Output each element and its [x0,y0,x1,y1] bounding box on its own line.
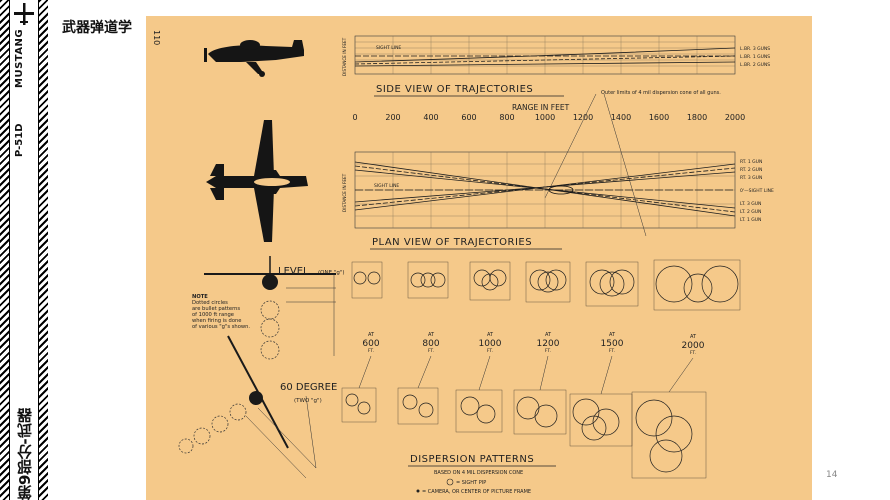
plan-label-1: RT. 1 GUN [740,159,762,165]
sidebar-section: 第9部分-武器 [16,408,34,500]
side-sight-line-label: SIGHT LINE [376,45,401,51]
range-1000: 1000 [535,113,555,122]
range-800: 800 [499,113,514,122]
level-label: LEVEL [278,266,309,277]
range-0: 0 [352,113,357,122]
note-line-2: are bullet patterns [192,306,240,312]
disp-ft-1000: FT. [487,348,493,354]
disp-at-800: AT [428,332,435,338]
aircraft-plan-silhouette [206,120,308,242]
dispersion-range-labels: AT 600 AT 800 AT 1000 AT 1200 AT 1500 AT… [362,332,704,351]
note-box: NOTE Dotted circles are bullet patterns … [192,294,250,330]
degree-sub: (TWO "g") [294,398,322,404]
plan-view-grid: SIGHT LINE DISTANCE IN FEET RT. 1 GUN RT… [342,151,774,229]
legend-sight-pip: = SIGHT PIP [456,480,486,486]
plan-view-title: PLAN VIEW OF TRAJECTORIES [372,237,532,248]
disp-at-600: AT [368,332,375,338]
range-2000: 2000 [725,113,745,122]
disp-at-2000: AT [690,334,697,340]
plan-label-3: RT. 3 GUN [740,175,762,181]
dispersion-subtitle: BASED ON 4 MIL DISPERSION CONE [434,470,523,476]
range-1400: 1400 [611,113,631,122]
dispersion-connectors [358,355,694,395]
sidebar: MUSTANG P-51D 第9部分-武器 [0,0,48,500]
disp-at-1500: AT [609,332,616,338]
legend-camera: = CAMERA, OR CENTER OF PICTURE FRAME [422,489,531,495]
dispersion-title: DISPERSION PATTERNS [410,454,534,465]
range-scale: 0 200 400 600 800 1000 1200 1400 1600 18… [352,113,745,122]
aircraft-side-silhouette [204,40,304,77]
airplane-icon [14,3,34,25]
plan-distance-label: DISTANCE IN FEET [342,173,347,212]
disp-range-1200: 1200 [537,339,560,349]
sidebar-model: MUSTANG [14,28,25,88]
hatch-stripe-left [0,0,10,500]
range-600: 600 [461,113,476,122]
disp-range-600: 600 [362,339,379,349]
disp-range-1500: 1500 [601,339,624,349]
side-distance-label: DISTANCE IN FEET [342,37,347,76]
range-400: 400 [423,113,438,122]
degree-label: 60 DEGREE [280,382,337,393]
disp-ft-600: FT. [368,348,374,354]
hatch-stripe-right [38,0,48,500]
plan-label-5: LT. 3 GUN [740,201,761,207]
range-200: 200 [385,113,400,122]
plan-label-7: LT. 1 GUN [740,217,761,223]
page-ref: 110 [152,30,161,45]
range-1200: 1200 [573,113,593,122]
disp-range-800: 800 [422,339,439,349]
range-1800: 1800 [687,113,707,122]
level-sub: (ONE "g") [318,270,345,276]
side-view-title: SIDE VIEW OF TRAJECTORIES [376,84,533,95]
page-title: 武器弹道学 [62,20,132,36]
range-title: RANGE IN FEET [512,103,570,112]
level-flight-figure [204,256,336,360]
disp-ft-2000: FT. [690,350,696,356]
plan-sight-line-label: SIGHT LINE [374,183,399,189]
outer-limits-note: Outer limits of 4 mil dispersion cone of… [601,90,721,96]
note-line-3: of 1000 ft range [192,312,234,318]
side-label-1: L.BR. 3 GUNS [740,46,770,52]
disp-at-1000: AT [487,332,494,338]
page-number: 14 [826,470,838,480]
sixty-degree-figure [178,335,317,479]
note-line-4: when firing is done [192,318,241,324]
scanned-document: 110 SIGHT LINE DISTANCE IN FEET L.BR. [146,16,812,500]
plan-label-6: LT. 2 GUN [740,209,761,215]
dispersion-level-row [351,259,741,311]
plan-label-4: 0'—SIGHT LINE [740,188,774,194]
disp-ft-800: FT. [428,348,434,354]
disp-at-1200: AT [545,332,552,338]
plan-label-2: RT. 2 GUN [740,167,762,173]
side-view-grid: SIGHT LINE DISTANCE IN FEET L.BR. 3 GUNS… [342,35,770,76]
disp-range-1000: 1000 [479,339,502,349]
side-label-2: L.BR. 1 GUNS [740,54,770,60]
camera-dot-icon [416,489,420,493]
disp-ft-1500: FT. [609,348,615,354]
note-line-1: Dotted circles [192,300,228,306]
side-label-3: L.BR. 2 GUNS [740,62,770,68]
sidebar-type: P-51D [14,123,25,157]
disp-range-2000: 2000 [682,341,705,351]
sight-pip-icon [446,478,454,486]
note-title: NOTE [192,294,208,300]
trajectory-diagram: 110 SIGHT LINE DISTANCE IN FEET L.BR. [152,30,774,495]
disp-ft-1200: FT. [545,348,551,354]
note-line-5: of various "g"s shown. [192,324,250,330]
range-1600: 1600 [649,113,669,122]
dispersion-ft-labels: FT. FT. FT. FT. FT. FT. [368,348,696,356]
